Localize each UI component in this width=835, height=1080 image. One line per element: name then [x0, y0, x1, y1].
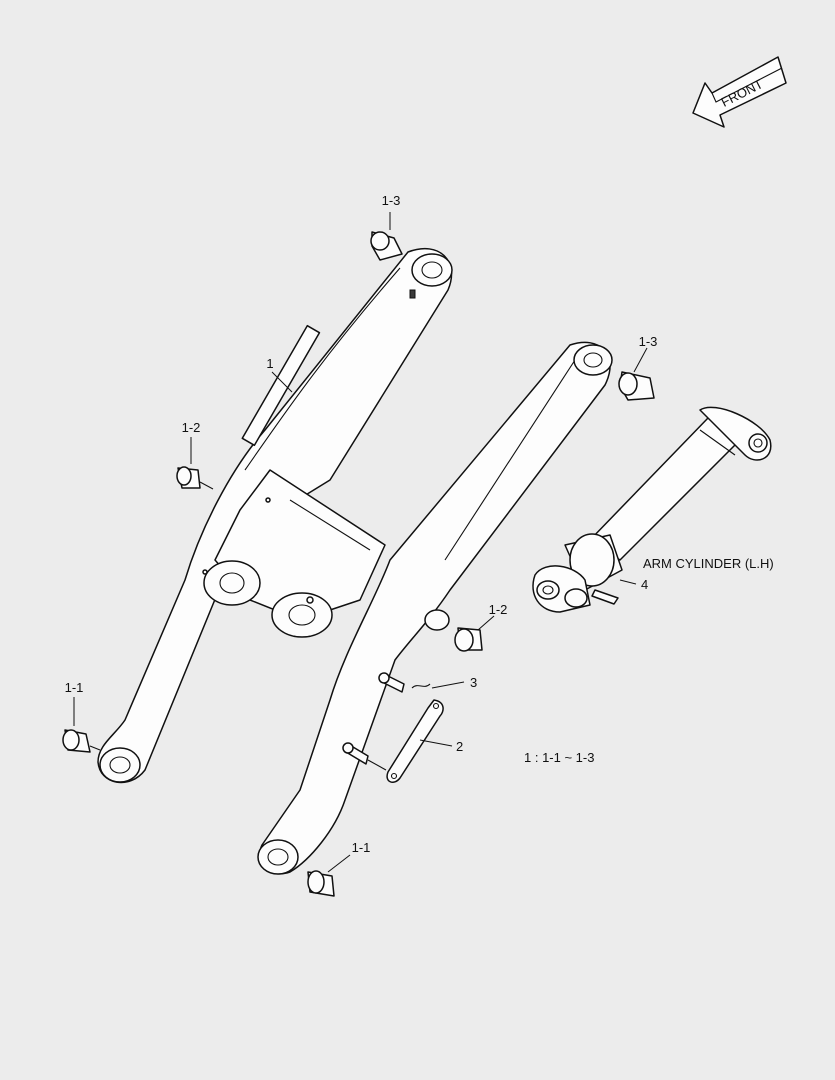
- callout-1-2-left: 1-2: [182, 420, 201, 435]
- callout-1-1-right: 1-1: [352, 840, 371, 855]
- left-arm: [97, 247, 453, 784]
- pin-upper: [378, 672, 465, 693]
- bushing-top-left: [370, 212, 403, 261]
- bushing-bottom-left: [62, 697, 101, 753]
- pin-lower: [342, 742, 387, 771]
- bushing-bottom-right: [307, 854, 351, 897]
- callout-1-arm: 1: [266, 356, 273, 371]
- callout-1-1-left: 1-1: [65, 680, 84, 695]
- cylinder-caption: ARM CYLINDER (L.H): [643, 556, 774, 571]
- bushing-top-right: [618, 347, 655, 401]
- callout-2-link: 2: [456, 739, 463, 754]
- cross-member: [202, 469, 386, 638]
- legend-note: 1 : 1-1 ~ 1-3: [524, 750, 594, 765]
- arm-cylinder: [532, 406, 772, 613]
- bushing-mid-right: [454, 615, 495, 652]
- bushing-mid-left: [176, 437, 214, 490]
- callout-1-2-right: 1-2: [489, 602, 508, 617]
- front-direction-arrow: FRONT: [692, 56, 787, 128]
- link-bar: [386, 699, 453, 783]
- callout-3-pin: 3: [470, 675, 477, 690]
- callout-1-3-top-right: 1-3: [639, 334, 658, 349]
- right-arm: [257, 341, 613, 875]
- callout-1-3-top-left: 1-3: [382, 193, 401, 208]
- callout-4-cylinder-pin: 4: [641, 577, 648, 592]
